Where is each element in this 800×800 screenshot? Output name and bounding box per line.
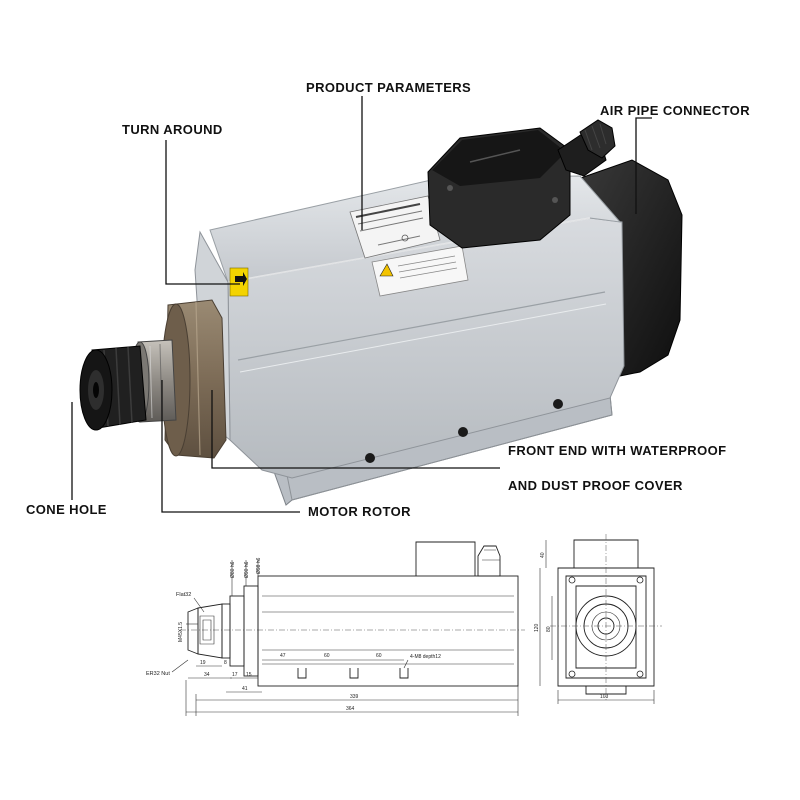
label-nut: ER32 Nut [146,671,170,677]
callout-front-end-line1: FRONT END WITH WATERPROOF [508,443,726,458]
callout-cone-hole: CONE HOLE [26,502,107,517]
callout-air-pipe-connector: AIR PIPE CONNECTOR [600,103,750,118]
mount-hole [553,399,563,409]
mount-hole [458,427,468,437]
dim-17: 17 [232,672,238,678]
turn-around-label [229,267,249,297]
end-view-drawing: 40 120 80 103 [534,534,662,704]
dim-60a: 60 [324,653,330,659]
dim-dia3: Ø98 h6 [256,557,262,574]
callout-motor-rotor: MOTOR ROTOR [308,504,411,519]
dim-80: 80 [546,626,552,632]
dim-15: 15 [246,672,252,678]
label-flat: Flat32 [176,592,191,598]
callout-front-end-line2: AND DUST PROOF COVER [508,478,683,493]
product-parameters-plate [349,195,441,259]
dim-34: 34 [204,672,210,678]
junction-box [427,127,571,249]
dim-41: 41 [242,686,248,692]
dim-60b: 60 [376,653,382,659]
callout-turn-around: TURN AROUND [122,122,223,137]
dim-40: 40 [540,552,546,558]
dim-dia2: Ø90 h6 [244,561,250,578]
dim-339: 339 [350,694,359,700]
mount-hole [365,453,375,463]
dim-47: 47 [280,653,286,659]
warning-plate [371,245,469,297]
mounting-foot-front [285,394,613,501]
dim-103: 103 [600,694,609,700]
dim-dia1: Ø80 h6 [230,561,236,578]
callout-product-parameters: PRODUCT PARAMETERS [306,80,471,95]
label-thread: M45X1.5 [178,622,184,642]
label-screw: 4-M8 depth12 [410,654,441,660]
air-pipe-connector [557,119,616,177]
dim-8: 8 [224,660,227,666]
dim-19: 19 [200,660,206,666]
dim-364: 364 [346,706,355,712]
side-view-drawing: Ø80 h6 Ø90 h6 Ø98 h6 Flat32 M45X1.5 ER32… [146,541,525,716]
dim-120: 120 [534,623,540,632]
callout-leaders [71,96,652,513]
